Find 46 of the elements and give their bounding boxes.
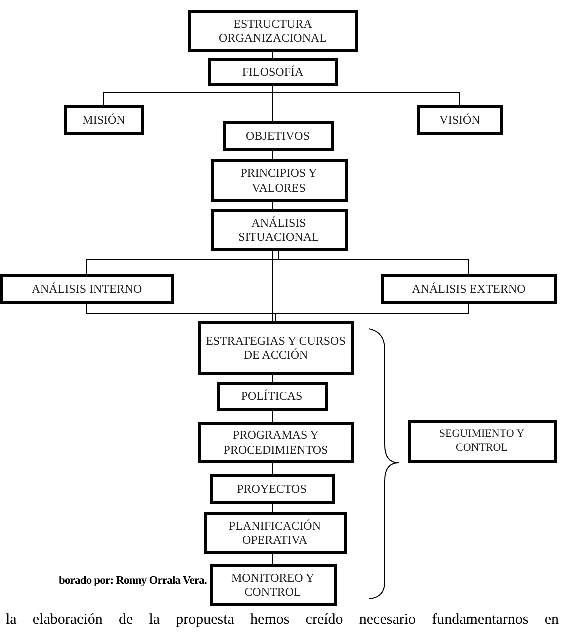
connector-line xyxy=(272,86,274,122)
process-box xyxy=(210,209,348,251)
connector-line xyxy=(272,374,274,382)
connector-line xyxy=(272,52,274,58)
connector-line xyxy=(272,150,274,160)
process-box xyxy=(210,474,334,504)
connector-line xyxy=(272,202,274,210)
process-box xyxy=(210,564,336,606)
connector-line xyxy=(272,504,274,512)
connector-line xyxy=(272,250,274,322)
process-box xyxy=(204,512,346,554)
process-box xyxy=(208,58,338,86)
box-label: ESTRATEGIAS Y CURSOS DE ACCIÓN xyxy=(205,334,347,362)
process-box xyxy=(417,105,503,135)
box-label: PRINCIPIOS Y VALORES xyxy=(240,166,318,195)
box-label: POLÍTICAS xyxy=(241,389,303,404)
author-note: borado por: Ronny Orrala Vera. xyxy=(58,575,207,587)
connector-line xyxy=(276,304,470,322)
connector-line xyxy=(272,554,274,564)
box-label: OBJETIVOS xyxy=(246,128,310,144)
connector-line xyxy=(278,250,470,274)
box-label: PLANIFICACIÓN OPERATIVA xyxy=(228,518,322,548)
box-label: ANÁLISIS SITUACIONAL xyxy=(238,216,320,244)
process-box xyxy=(188,10,358,52)
box-label: MISIÓN xyxy=(82,112,126,128)
process-box xyxy=(216,382,328,411)
box-label: VISIÓN xyxy=(440,112,480,128)
connector-line xyxy=(272,462,274,474)
box-label: ANÁLISIS EXTERNO xyxy=(412,282,526,296)
box-label: PROYECTOS xyxy=(237,482,307,496)
process-box xyxy=(198,422,354,463)
process-box xyxy=(210,159,348,202)
process-box xyxy=(198,321,354,375)
process-box xyxy=(0,274,174,304)
box-label: MONITOREO Y CONTROL xyxy=(230,570,316,600)
box-label: SEGUIMIENTO Y CONTROL xyxy=(438,428,526,455)
process-box xyxy=(64,105,144,135)
body-text: la elaboración de la propuesta hemos creído necesario fundamentarnos en xyxy=(6,612,559,629)
process-box xyxy=(222,121,334,151)
box-label: ANÁLISIS INTERNO xyxy=(32,282,142,296)
connector-line xyxy=(272,410,274,422)
box-label: FILOSOFÍA xyxy=(242,64,304,80)
process-box xyxy=(408,420,556,463)
process-box xyxy=(381,274,557,304)
box-label: ESTRUCTURA ORGANIZACIONAL xyxy=(218,16,328,46)
box-label: PROGRAMAS Y PROCEDIMIENTOS xyxy=(222,428,330,457)
